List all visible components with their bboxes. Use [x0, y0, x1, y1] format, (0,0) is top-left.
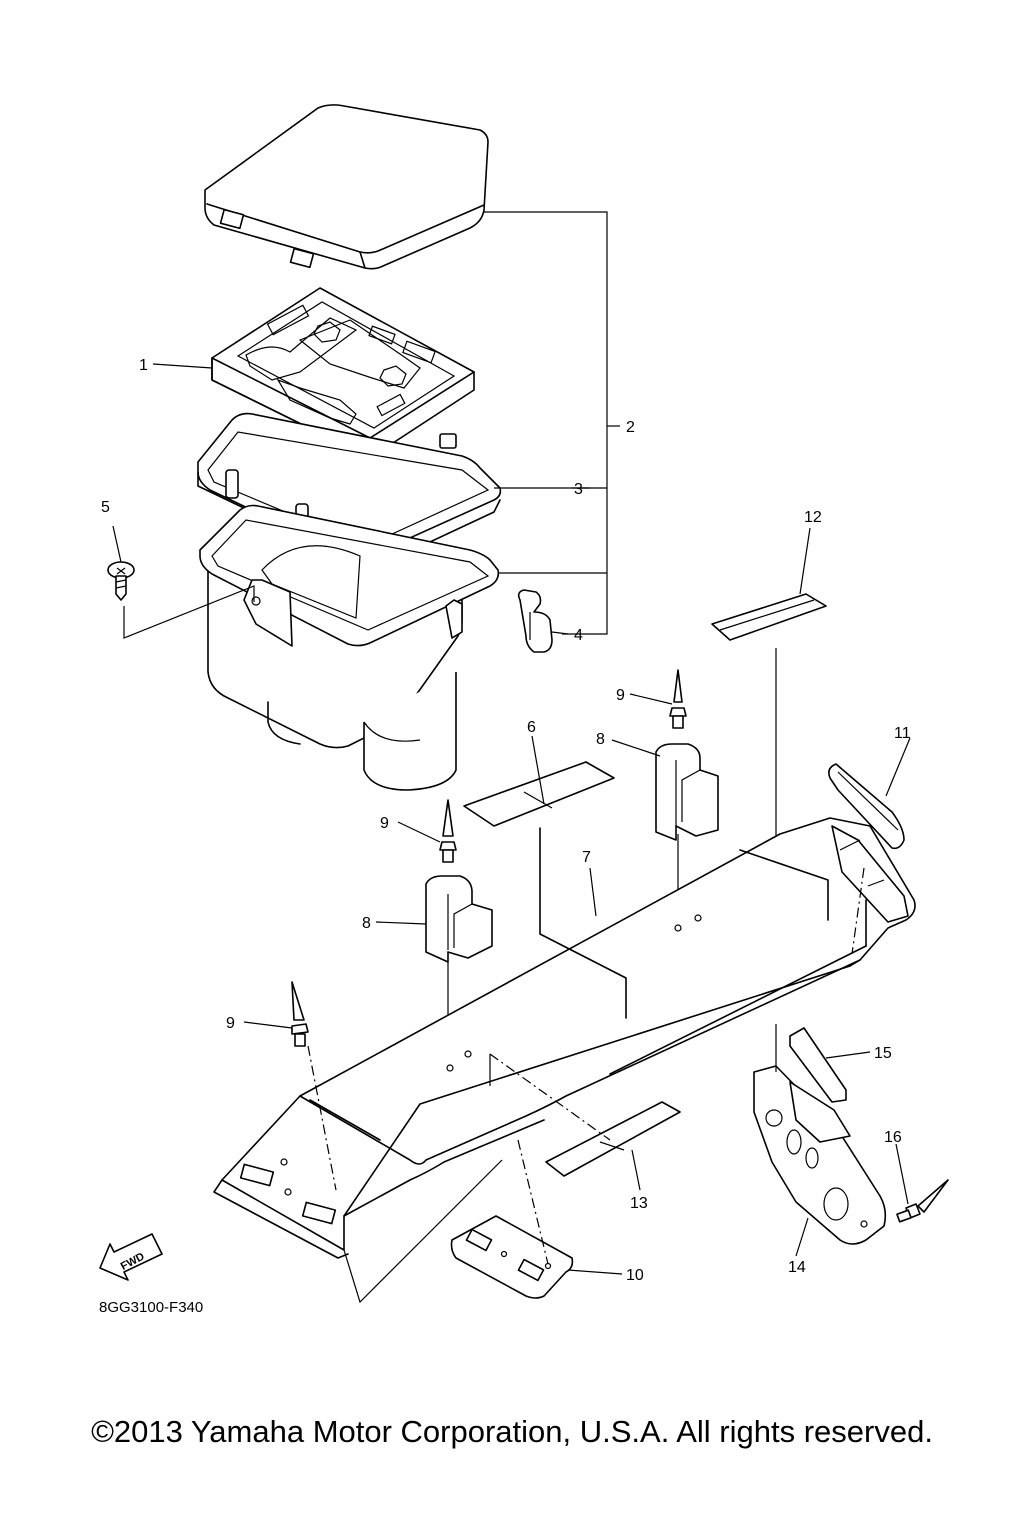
- leader-11: [885, 737, 911, 797]
- leader-6: [531, 735, 545, 805]
- leader-1: [152, 363, 213, 369]
- clip: [517, 589, 553, 653]
- callout-16: 16: [884, 1129, 902, 1146]
- leader-8-upper: [611, 739, 661, 757]
- warning-sticker-13: [545, 1101, 681, 1177]
- diagram-code: 8GG3100-F340: [99, 1299, 203, 1316]
- callout-1: 1: [139, 357, 148, 374]
- strap: [828, 763, 905, 850]
- leader-13: [631, 1149, 641, 1191]
- callout-2: 2: [626, 419, 635, 436]
- screw-path: [123, 585, 255, 639]
- callout-5: 5: [101, 499, 110, 516]
- leader-12: [799, 527, 811, 595]
- foam-block: [789, 1027, 847, 1103]
- rivet-lower-dash: [307, 1045, 337, 1191]
- leader-16: [895, 1143, 909, 1205]
- callout-7: 7: [582, 849, 591, 866]
- callout-8-upper: 8: [596, 731, 605, 748]
- callout-10: 10: [626, 1267, 644, 1284]
- copyright-notice: ©2013 Yamaha Motor Corporation, U.S.A. A…: [91, 1414, 933, 1449]
- callout-13: 13: [630, 1195, 648, 1212]
- leader-7: [589, 867, 597, 917]
- callout-bracket-2: [484, 211, 620, 635]
- callout-8-lower: 8: [362, 915, 371, 932]
- callout-6: 6: [527, 719, 536, 736]
- callout-4: 4: [574, 627, 583, 644]
- side-cover-plate: [753, 1065, 887, 1245]
- rivet-middle: [439, 799, 457, 863]
- callout-14: 14: [788, 1259, 806, 1276]
- rivet-side: [896, 1179, 949, 1223]
- leader-9-upper: [629, 693, 673, 705]
- sticker13-dash: [489, 1053, 611, 1141]
- callout-9-lower: 9: [226, 1015, 235, 1032]
- storage-box-lid: [204, 104, 489, 270]
- main-tray: [213, 817, 916, 1259]
- mounting-plate: [450, 1215, 574, 1299]
- mounting-bracket-lower: [425, 875, 493, 963]
- screw: [107, 561, 135, 601]
- callout-9-upper: 9: [616, 687, 625, 704]
- plate-line: [343, 1159, 503, 1304]
- leader-10: [567, 1269, 623, 1275]
- callout-9-middle: 9: [380, 815, 389, 832]
- leader-14: [795, 1217, 809, 1257]
- callout-15: 15: [874, 1045, 892, 1062]
- leader-8-lower: [375, 921, 427, 925]
- plate-dash: [517, 1139, 549, 1265]
- callout-11: 11: [894, 725, 911, 742]
- rivet-upper: [669, 669, 687, 729]
- leader-9-lower: [243, 1021, 293, 1029]
- leader-4: [551, 631, 569, 635]
- callout-3: 3: [574, 481, 583, 498]
- rivet-lower: [291, 981, 309, 1047]
- leader-5: [112, 525, 122, 563]
- tray-dash-right: [851, 867, 865, 955]
- storage-box-body: [199, 504, 500, 791]
- leader-9-middle: [397, 821, 441, 843]
- mounting-bracket-upper: [655, 743, 719, 841]
- warning-sticker-12: [711, 593, 827, 641]
- warning-sticker-6: [463, 761, 615, 827]
- leader-15: [825, 1051, 871, 1059]
- callout-12: 12: [804, 509, 822, 526]
- forward-arrow-icon: FWD: [99, 1233, 163, 1281]
